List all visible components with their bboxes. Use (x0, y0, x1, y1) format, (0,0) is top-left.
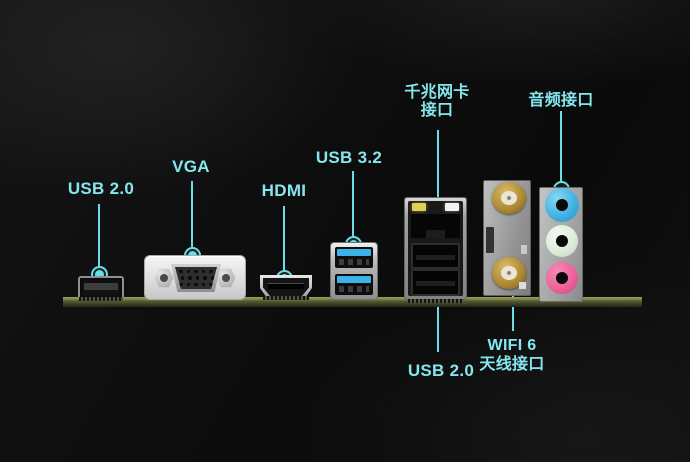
label-hdmi: HDMI (261, 181, 307, 200)
wifi-block-slot (486, 227, 494, 253)
label-vga: VGA (172, 157, 210, 176)
usb3-port-bottom (335, 274, 373, 295)
hdmi-port (260, 275, 312, 300)
vga-pin-row (179, 282, 213, 287)
lan-block-pins (408, 299, 463, 303)
usb2-port-tongue (84, 283, 118, 290)
vga-pin-row (179, 269, 213, 274)
callout-line-lan (437, 130, 439, 197)
label-wifi-line1: WIFI 6 (487, 337, 537, 354)
label-usb2-rear: USB 2.0 (407, 361, 475, 380)
wifi-block-screw (519, 282, 526, 289)
label-lan-line2: 接口 (420, 102, 454, 119)
label-wifi: WIFI 6 天线接口 (479, 336, 544, 374)
pcb-edge (63, 297, 642, 307)
callout-line-usb2-rear (437, 288, 439, 352)
audio-jack-block (539, 187, 583, 302)
callout-line-usb32 (352, 171, 354, 236)
wifi-antenna-block (483, 180, 531, 296)
audio-jack-green (546, 225, 578, 257)
usb3-dual-port (330, 242, 378, 300)
vga-screw-left (154, 268, 174, 288)
lan-led-yellow (412, 203, 426, 211)
sma-antenna-connector-top (492, 182, 526, 214)
usb2-rear-port-top (411, 243, 460, 269)
callout-line-vga (191, 181, 193, 247)
hdmi-port-pins (263, 296, 309, 300)
usb3-port-top (335, 247, 373, 268)
label-usb2-left: USB 2.0 (67, 179, 135, 198)
vga-pin-row (180, 276, 215, 280)
label-audio: 音频接口 (528, 92, 594, 109)
hdmi-port-slot (268, 283, 304, 289)
label-wifi-line2: 天线接口 (479, 356, 545, 373)
lan-led-white (445, 203, 459, 211)
vga-dsub-shell (171, 264, 221, 292)
lan-usb-block (404, 197, 467, 300)
label-lan: 千兆网卡 接口 (404, 84, 469, 120)
wifi-block-tab (521, 245, 527, 254)
vga-screw-right (216, 268, 236, 288)
callout-line-audio (560, 111, 562, 181)
audio-jack-pink (546, 262, 578, 294)
usb2-port-pins (79, 297, 123, 301)
vga-port (144, 255, 246, 300)
usb2-rear-port-bottom (411, 269, 460, 296)
callout-line-hdmi (283, 206, 285, 270)
callout-line-usb2-left (98, 204, 100, 266)
audio-jack-blue (545, 188, 579, 222)
label-lan-line1: 千兆网卡 (404, 84, 470, 101)
rj45-ethernet-port (411, 214, 460, 238)
label-usb32: USB 3.2 (315, 148, 383, 167)
vga-dsub-face (175, 267, 217, 289)
